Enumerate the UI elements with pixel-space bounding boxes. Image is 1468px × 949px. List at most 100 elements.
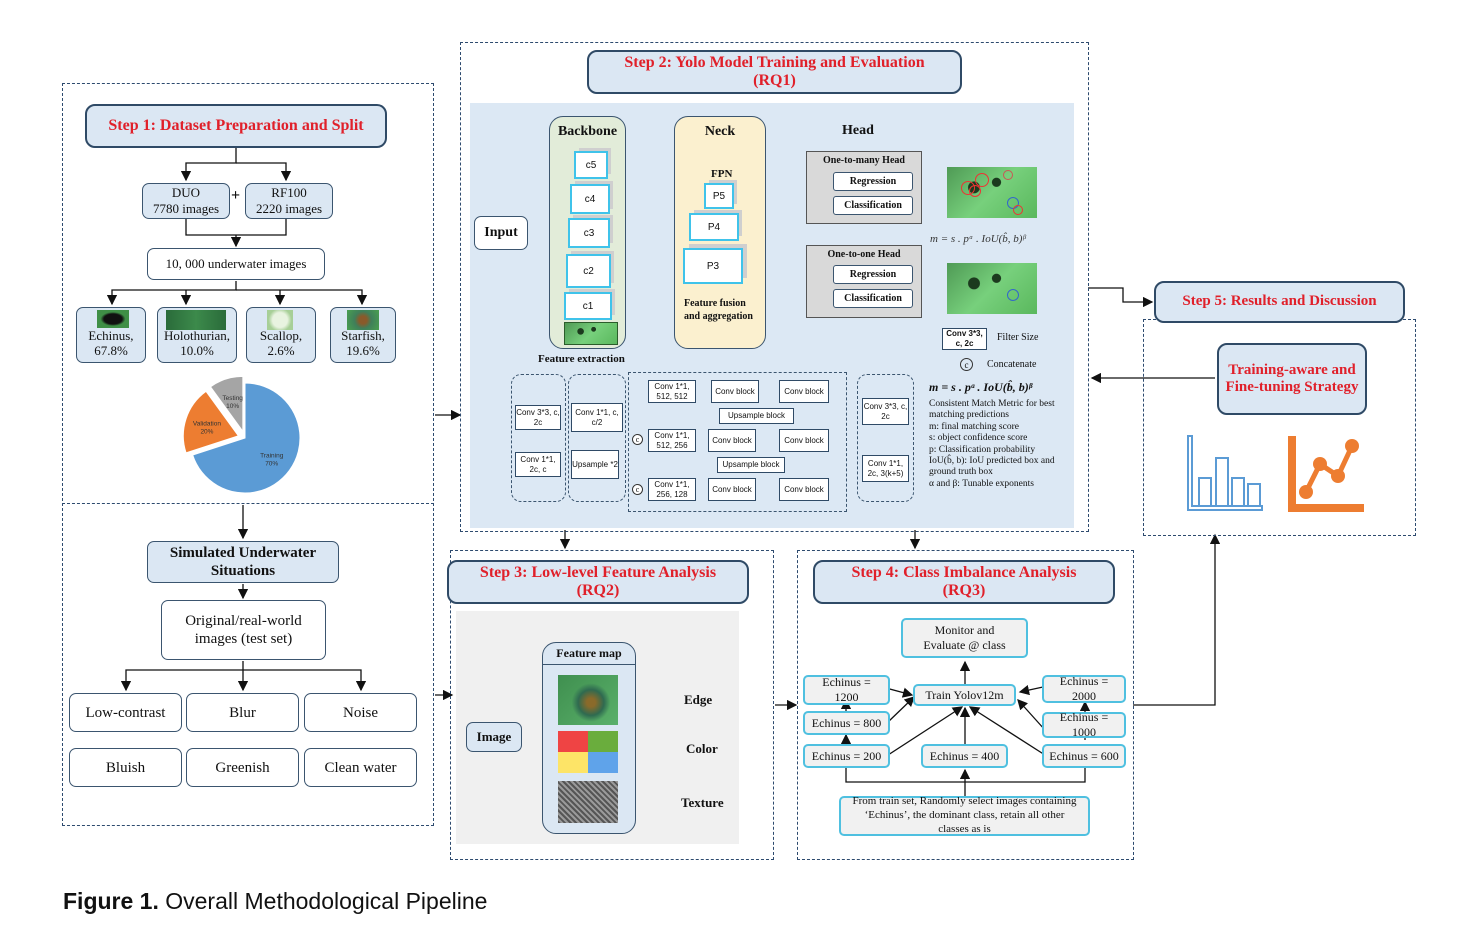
scallop-thumbnail [267,310,293,330]
monitor-label: Monitor and Evaluate @ class [923,623,1006,652]
one-to-many-label: One-to-many Head [823,155,905,166]
block-label: Conv block [712,484,752,494]
source-name: DUO [171,185,201,201]
conv-block: Conv 1*1, 512, 512 [648,380,696,403]
source-count: 2220 images [255,201,323,216]
backbone-layer-c5: c5 [574,151,608,179]
step2-title-line1: Step 2: Yolo Model Training and Evaluati… [624,53,925,71]
echinus-label: Echinus = 1000 [1059,710,1109,739]
backbone-title: Backbone [557,124,618,139]
caption-label: Figure 1. [63,888,159,914]
legend-desc-line: α and β: Tunable exponents [929,478,1034,489]
step4-title: Step 4: Class Imbalance Analysis (RQ3) [813,560,1115,604]
pie-label-training: 70% [265,460,278,467]
step3-title: Step 3: Low-level Feature Analysis (RQ2) [447,560,749,604]
legend-description: Consistent Match Metric for best matchin… [929,399,1069,490]
concat-icon: c [632,484,643,495]
echinus-label: Echinus = 200 [811,748,882,763]
red-detection-circle [1013,205,1023,215]
conv-block: Conv 1*1, 2c, c [515,452,561,477]
layer-label: c3 [583,227,595,239]
block-label: Conv 1*1, 256, 128 [654,479,690,499]
red-detection-circle [969,185,981,197]
block-label: Conv 1*1, 512, 512 [654,381,690,401]
head-detail-block [857,374,914,502]
conv-block: Conv block [779,478,829,501]
pie-label-validation: Validation [193,421,221,428]
condition-box: Blur [186,693,299,732]
neck-caption: Feature fusion and aggregation [684,298,753,323]
concat-symbol: c [635,435,640,444]
echinus-thumbnail [97,310,129,328]
layer-label: c1 [582,300,594,312]
sampling-source-box: From train set, Randomly select images c… [839,795,1090,836]
block-label: Conv block [784,435,824,445]
layer-label: c2 [583,265,594,277]
edge-label: Edge [684,692,713,707]
pie-slice-testing [209,375,244,433]
neck-layer-p3: P3 [683,248,743,284]
conv-block: Conv 1*1, c, c/2 [571,403,623,432]
echinus-200-box: Echinus = 200 [803,744,890,768]
bar-chart-icon [1187,435,1263,511]
backbone-layer-c4: c4 [570,184,610,214]
concat-symbol: c [964,359,969,370]
plus-sign: + [231,187,241,204]
layer-label: c5 [585,159,597,171]
block-label: Upsample *2 [572,459,618,469]
backbone-layer-c1: c1 [564,292,612,320]
class-holothurian: Holothurian, 10.0% [157,307,237,363]
caption-text: Overall Methodological Pipeline [165,888,488,914]
color-label: Color [686,741,718,756]
regression-label: Regression [849,175,897,187]
conv-block: Conv 1*1, 256, 128 [648,478,696,501]
class-starfish: Starfish, 19.6% [330,307,396,363]
block-label: Conv 3*3, c, 2c [863,401,908,421]
image-label: Image [476,729,512,745]
classification-box: Classification [833,196,913,215]
block-label: Conv block [712,435,752,445]
legend-concatenate: Concatenate [987,359,1037,370]
step5-title: Step 5: Results and Discussion [1154,281,1405,323]
neck-detail-block [628,372,847,512]
step2-title: Step 2: Yolo Model Training and Evaluati… [587,50,962,94]
block-label: Conv block [715,386,755,396]
input-label: Input [484,224,518,240]
step3-title-line1: Step 3: Low-level Feature Analysis [479,563,717,581]
upsample-block: Upsample block [719,408,794,424]
train-yolo-box: Train Yolov12m [913,684,1016,706]
step4-title-line2: (RQ3) [942,582,986,599]
image-box: Image [466,722,522,752]
neck-layer-p4: P4 [689,213,739,241]
one-to-one-detection-image [947,263,1037,314]
feature-map-title: Feature map [543,643,635,665]
texture-label: Texture [681,795,724,810]
legend-desc-line: m: final matching score [929,421,1019,432]
legend-filter-size: Filter Size [997,332,1039,343]
conv-block: Conv 1*1, 512, 256 [648,429,696,452]
red-detection-circle [1003,170,1013,180]
step5-title-text: Step 5: Results and Discussion [1182,293,1377,310]
original-images-text: Original/real-world images (test set) [185,613,302,647]
layer-label: P4 [707,221,721,233]
color-swatch-red [558,731,588,752]
condition-label: Low-contrast [85,704,166,721]
legend-desc-line: p: Classification probability [929,444,1036,455]
backbone-detail-block-b [568,374,626,502]
upsample-block: Upsample *2 [571,450,619,479]
conv-block: Conv block [708,429,756,452]
simulated-title-box: Simulated Underwater Situations [147,541,339,583]
conv-block: Conv block [711,380,759,403]
strategy-text: Training-aware and Fine-tuning Strategy [1225,361,1359,395]
concat-icon: c [632,434,643,445]
condition-box: Noise [304,693,417,732]
class-name: Starfish, [341,327,385,343]
starfish-thumbnail [347,310,379,330]
legend-metric-formula: m = s . pᵅ . IoU(b̂, b)ᵝ [929,380,1033,394]
feature-extraction-caption: Feature extraction [538,353,625,365]
step3-title-line2: (RQ2) [576,582,620,599]
echinus-1000-box: Echinus = 1000 [1042,710,1126,739]
conv-block: Conv block [779,380,829,403]
class-name: Scallop, [259,327,303,343]
conv-block: Conv 3*3, c, 2c [862,398,909,425]
